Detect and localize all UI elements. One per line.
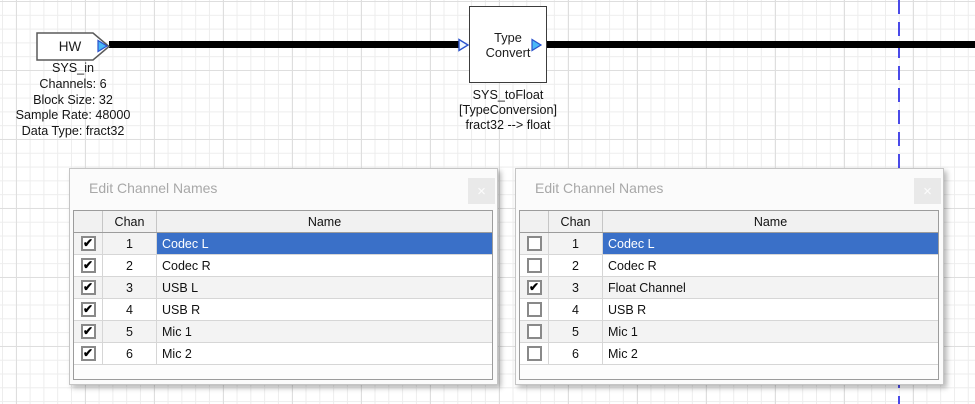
table-row: ✔ 4 USB R (74, 299, 492, 321)
type-convert-input-pin-icon[interactable] (458, 38, 471, 52)
channel-number: 6 (549, 343, 603, 365)
type-convert-label-line2: Convert (485, 44, 531, 60)
channel-checkbox[interactable]: ✔ (80, 236, 96, 251)
header-chan-column: Chan (549, 211, 603, 232)
tc-instance-name: SYS_toFloat (472, 88, 544, 102)
channel-number: 1 (103, 233, 157, 255)
header-check-column (74, 211, 103, 232)
hw-output-pin-icon[interactable] (97, 39, 109, 53)
channel-enable-cell[interactable]: ✔ (74, 255, 103, 277)
hw-block-label: HW (59, 39, 82, 54)
channel-name-cell[interactable]: Codec R (603, 255, 938, 277)
channel-number: 4 (549, 299, 603, 321)
header-name-column: Name (307, 214, 342, 229)
header-name-column: Name (753, 214, 788, 229)
channel-enable-cell[interactable]: ✔ (74, 299, 103, 321)
hw-instance-name: SYS_in (51, 61, 94, 75)
table-header: Chan Name (74, 211, 492, 233)
channel-checkbox[interactable]: ✔ (526, 280, 542, 295)
hw-block-shape[interactable] (36, 32, 111, 61)
channel-enable-cell[interactable] (520, 321, 549, 343)
channel-enable-cell[interactable]: ✔ (74, 321, 103, 343)
table-row: 5 Mic 1 (520, 321, 938, 343)
hw-sample-rate: Sample Rate: 48000 (15, 108, 131, 123)
channel-checkbox[interactable] (526, 236, 542, 251)
table-row: 6 Mic 2 (520, 343, 938, 365)
hw-block-size: Block Size: 32 (33, 92, 113, 107)
hw-channels: Channels: 6 (39, 76, 107, 91)
channel-number: 1 (549, 233, 603, 255)
signal-wire-segment-2[interactable] (547, 41, 975, 48)
channel-table: Chan Name ✔ 1 Codec L ✔ 2 Codec R ✔ 3 US… (73, 210, 493, 380)
channel-number: 5 (549, 321, 603, 343)
table-row: ✔ 1 Codec L (74, 233, 492, 255)
channel-number: 6 (103, 343, 157, 365)
close-icon[interactable]: × (468, 178, 495, 204)
channel-checkbox[interactable]: ✔ (80, 324, 96, 339)
table-row: ✔ 3 Float Channel (520, 277, 938, 299)
channel-number: 3 (549, 277, 603, 299)
channel-name-cell[interactable]: Mic 2 (603, 343, 938, 365)
header-chan-column: Chan (103, 211, 157, 232)
channel-checkbox[interactable]: ✔ (80, 258, 96, 273)
channel-enable-cell[interactable]: ✔ (74, 233, 103, 255)
channel-name-cell[interactable]: Mic 1 (603, 321, 938, 343)
channel-name-cell[interactable]: USB R (603, 299, 938, 321)
edit-channel-names-dialog-2: Edit Channel Names × Chan Name 1 Codec L… (515, 168, 944, 385)
signal-wire-segment-1[interactable] (109, 41, 460, 48)
channel-checkbox[interactable] (526, 302, 542, 317)
table-row: ✔ 6 Mic 2 (74, 343, 492, 365)
channel-number: 5 (103, 321, 157, 343)
table-row: ✔ 3 USB L (74, 277, 492, 299)
close-icon[interactable]: × (914, 178, 941, 204)
dialog-titlebar[interactable]: Edit Channel Names × (70, 169, 497, 210)
hw-block-annotation: SYS_in Channels: 6 Block Size: 32 Sample… (0, 61, 146, 140)
hw-input-block[interactable]: HW (34, 31, 112, 64)
channel-name-cell[interactable]: USB L (157, 277, 492, 299)
channel-enable-cell[interactable] (520, 299, 549, 321)
channel-number: 2 (103, 255, 157, 277)
channel-enable-cell[interactable] (520, 233, 549, 255)
type-convert-output-pin-icon[interactable] (531, 38, 544, 52)
channel-enable-cell[interactable]: ✔ (74, 343, 103, 365)
channel-name-cell[interactable]: Mic 2 (157, 343, 492, 365)
tc-module-type: [TypeConversion] (458, 103, 557, 117)
channel-checkbox[interactable] (526, 258, 542, 273)
channel-checkbox[interactable]: ✔ (80, 302, 96, 317)
channel-number: 2 (549, 255, 603, 277)
channel-checkbox[interactable] (526, 346, 542, 361)
channel-table: Chan Name 1 Codec L 2 Codec R ✔ 3 Float … (519, 210, 939, 380)
channel-enable-cell[interactable] (520, 343, 549, 365)
channel-name-cell[interactable]: USB R (157, 299, 492, 321)
type-convert-block[interactable]: Type Convert (469, 6, 547, 83)
channel-name-cell[interactable]: Codec L (603, 233, 938, 255)
channel-number: 3 (103, 277, 157, 299)
dialog-title: Edit Channel Names (89, 180, 218, 196)
channel-name-cell[interactable]: Float Channel (603, 277, 938, 299)
channel-number: 4 (103, 299, 157, 321)
table-row: 1 Codec L (520, 233, 938, 255)
hw-data-type: Data Type: fract32 (21, 124, 125, 139)
table-header: Chan Name (520, 211, 938, 233)
table-row: 2 Codec R (520, 255, 938, 277)
type-convert-annotation: SYS_toFloat [TypeConversion] fract32 -->… (428, 88, 588, 133)
table-row: ✔ 5 Mic 1 (74, 321, 492, 343)
edit-channel-names-dialog-1: Edit Channel Names × Chan Name ✔ 1 Codec… (69, 168, 498, 385)
channel-name-cell[interactable]: Codec L (157, 233, 492, 255)
channel-name-cell[interactable]: Mic 1 (157, 321, 492, 343)
dialog-titlebar[interactable]: Edit Channel Names × (516, 169, 943, 210)
type-convert-label-line1: Type (494, 29, 522, 45)
channel-checkbox[interactable] (526, 324, 542, 339)
header-check-column (520, 211, 549, 232)
dialog-title: Edit Channel Names (535, 180, 664, 196)
channel-name-cell[interactable]: Codec R (157, 255, 492, 277)
table-row: ✔ 2 Codec R (74, 255, 492, 277)
channel-enable-cell[interactable]: ✔ (520, 277, 549, 299)
channel-checkbox[interactable]: ✔ (80, 346, 96, 361)
tc-conversion: fract32 --> float (465, 118, 551, 132)
channel-enable-cell[interactable] (520, 255, 549, 277)
channel-checkbox[interactable]: ✔ (80, 280, 96, 295)
table-row: 4 USB R (520, 299, 938, 321)
channel-enable-cell[interactable]: ✔ (74, 277, 103, 299)
